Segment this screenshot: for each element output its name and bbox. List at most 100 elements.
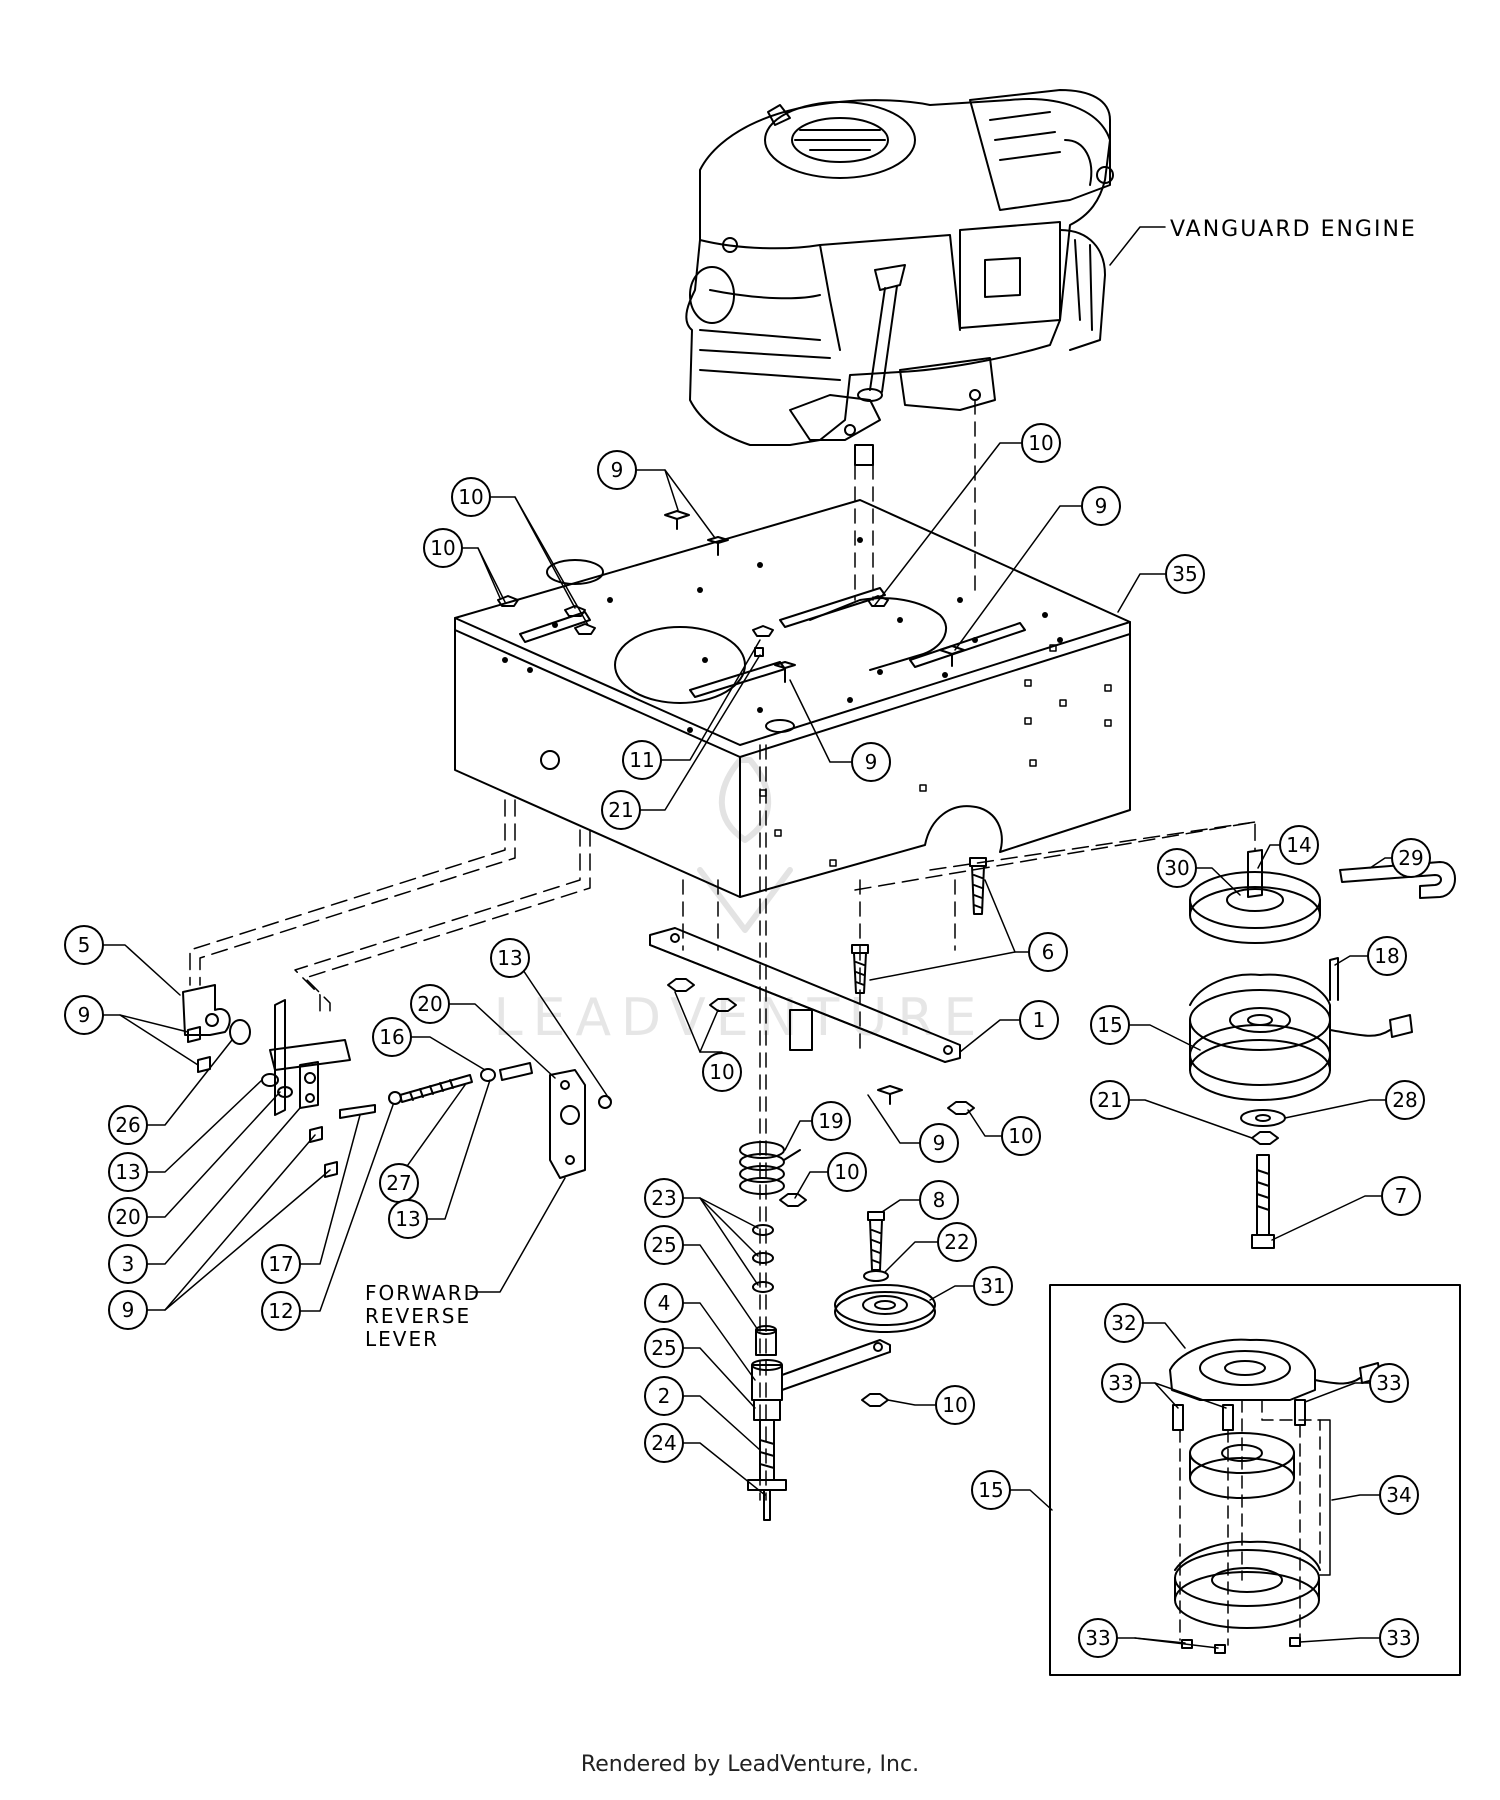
callout-8: 8 bbox=[919, 1180, 959, 1220]
callout-circle bbox=[372, 1017, 412, 1057]
linkage-routing-lines bbox=[189, 799, 591, 1016]
callout-circle bbox=[1104, 1303, 1144, 1343]
callout-circle bbox=[702, 1052, 742, 1092]
callout-13: 13 bbox=[490, 938, 530, 978]
callout-10: 10 bbox=[451, 477, 491, 517]
watermark-logo bbox=[697, 757, 793, 933]
callout-number: 30 bbox=[1164, 856, 1189, 880]
callout-15: 15 bbox=[1090, 1005, 1130, 1045]
lever-label-line-2: REVERSE bbox=[365, 1304, 471, 1328]
inset-alignment-lines bbox=[1179, 1399, 1321, 1646]
callout-2: 2 bbox=[644, 1376, 684, 1416]
callout-circle bbox=[1385, 1080, 1425, 1120]
callout-21: 21 bbox=[1090, 1080, 1130, 1120]
callout-1: 1 bbox=[1019, 1000, 1059, 1040]
callout-number: 27 bbox=[386, 1171, 411, 1195]
callout-circle bbox=[1021, 423, 1061, 463]
callout-number: 10 bbox=[834, 1160, 859, 1184]
callout-circle bbox=[108, 1290, 148, 1330]
callout-number: 9 bbox=[611, 458, 624, 482]
callout-circle bbox=[490, 938, 530, 978]
callout-32: 32 bbox=[1104, 1303, 1144, 1343]
callout-5: 5 bbox=[64, 925, 104, 965]
callout-9: 9 bbox=[597, 450, 637, 490]
callout-16: 16 bbox=[372, 1017, 412, 1057]
callout-14: 14 bbox=[1279, 825, 1319, 865]
callout-circle bbox=[1019, 1000, 1059, 1040]
callout-7: 7 bbox=[1381, 1176, 1421, 1216]
callout-circle bbox=[937, 1222, 977, 1262]
callout-circle bbox=[973, 1266, 1013, 1306]
callout-number: 20 bbox=[115, 1205, 140, 1229]
callout-33: 33 bbox=[1369, 1363, 1409, 1403]
callout-number: 5 bbox=[78, 933, 91, 957]
deck-plate bbox=[454, 499, 1131, 898]
callout-circle bbox=[108, 1105, 148, 1145]
callout-number: 32 bbox=[1111, 1311, 1136, 1335]
callout-circle bbox=[644, 1225, 684, 1265]
callout-number: 13 bbox=[395, 1207, 420, 1231]
callout-9: 9 bbox=[851, 742, 891, 782]
callout-28: 28 bbox=[1385, 1080, 1425, 1120]
callout-30: 30 bbox=[1157, 848, 1197, 888]
callout-circle bbox=[423, 528, 463, 568]
callout-circle bbox=[827, 1152, 867, 1192]
callout-number: 9 bbox=[865, 750, 878, 774]
callout-number: 15 bbox=[1097, 1013, 1122, 1037]
callout-33: 33 bbox=[1078, 1618, 1118, 1658]
callout-circle bbox=[622, 740, 662, 780]
callout-22: 22 bbox=[937, 1222, 977, 1262]
callout-circle bbox=[108, 1244, 148, 1284]
callout-number: 6 bbox=[1042, 940, 1055, 964]
washers-23 bbox=[752, 1224, 774, 1293]
callout-number: 35 bbox=[1172, 562, 1197, 586]
callout-21: 21 bbox=[601, 790, 641, 830]
callout-number: 29 bbox=[1398, 846, 1423, 870]
callout-circle bbox=[644, 1283, 684, 1323]
callout-number: 26 bbox=[115, 1113, 140, 1137]
callout-circle bbox=[597, 450, 637, 490]
callout-number: 13 bbox=[115, 1160, 140, 1184]
callout-26: 26 bbox=[108, 1105, 148, 1145]
callout-number: 1 bbox=[1033, 1008, 1046, 1032]
callout-9: 9 bbox=[1081, 486, 1121, 526]
callout-number: 20 bbox=[417, 992, 442, 1016]
callout-number: 16 bbox=[379, 1025, 404, 1049]
callout-17: 17 bbox=[261, 1244, 301, 1284]
callout-number: 15 bbox=[978, 1478, 1003, 1502]
callout-6: 6 bbox=[1028, 932, 1068, 972]
callout-circle bbox=[644, 1376, 684, 1416]
callout-circle bbox=[388, 1199, 428, 1239]
callout-number: 23 bbox=[651, 1186, 676, 1210]
watermark-text: LEADVENTURE bbox=[494, 988, 987, 1048]
pto-clutch-assembly bbox=[1189, 849, 1413, 1249]
callout-circle bbox=[1078, 1618, 1118, 1658]
callout-number: 10 bbox=[942, 1393, 967, 1417]
callout-number: 21 bbox=[1097, 1088, 1122, 1112]
callout-circle bbox=[451, 477, 491, 517]
callout-number: 11 bbox=[629, 748, 654, 772]
forward-reverse-linkage bbox=[182, 984, 612, 1179]
callout-10: 10 bbox=[1021, 423, 1061, 463]
callout-10: 10 bbox=[1001, 1116, 1041, 1156]
callout-circle bbox=[601, 790, 641, 830]
callout-circle bbox=[108, 1152, 148, 1192]
callout-number: 28 bbox=[1392, 1088, 1417, 1112]
callout-circle bbox=[1367, 936, 1407, 976]
callout-number: 3 bbox=[122, 1252, 135, 1276]
callout-number: 10 bbox=[1028, 431, 1053, 455]
idler-pulley bbox=[834, 1211, 936, 1333]
clutch-detail-inset bbox=[1049, 1284, 1461, 1676]
callout-circle bbox=[1090, 1080, 1130, 1120]
footer-credit: Rendered by LeadVenture, Inc. bbox=[580, 1752, 920, 1777]
callout-25: 25 bbox=[644, 1328, 684, 1368]
callout-number: 4 bbox=[658, 1291, 671, 1315]
callout-19: 19 bbox=[811, 1101, 851, 1141]
callout-circle bbox=[811, 1101, 851, 1141]
callout-number: 33 bbox=[1376, 1371, 1401, 1395]
vanguard-engine bbox=[685, 89, 1114, 466]
callout-circle bbox=[644, 1328, 684, 1368]
callout-number: 34 bbox=[1386, 1483, 1411, 1507]
